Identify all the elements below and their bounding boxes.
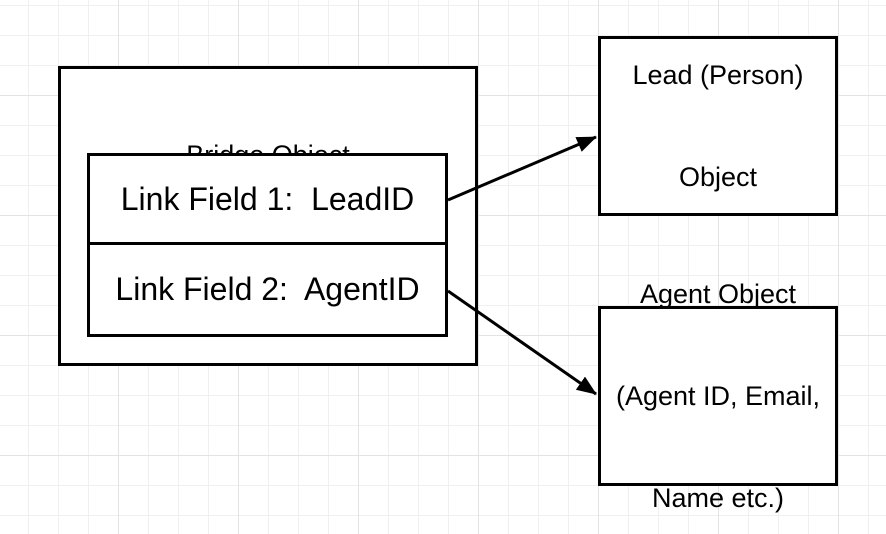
lead-object-box: Lead (Person) Object <box>598 36 838 216</box>
link-fields-divider <box>90 242 445 245</box>
link-field-1-row: Link Field 1: LeadID <box>120 180 415 217</box>
agent-object-label-line3: Name etc.) <box>651 483 785 513</box>
agent-object-label-line2: (Agent ID, Email, <box>615 381 821 411</box>
agent-object-box: Agent Object (Agent ID, Email, Name etc.… <box>598 279 838 513</box>
lead-object-label-line2: Object <box>678 162 758 192</box>
agent-object-label: Agent Object (Agent ID, Email, Name etc.… <box>616 209 820 534</box>
lead-object-label: Lead (Person) Object <box>632 0 803 262</box>
link-field-2-row: Link Field 2: AgentID <box>115 271 420 307</box>
lead-object-label-line1: Lead (Person) <box>632 60 804 90</box>
agent-object-label-line1: Agent Object <box>639 279 797 309</box>
link-fields-box: Link Field 1: LeadID Link Field 2: Agent… <box>87 153 448 337</box>
